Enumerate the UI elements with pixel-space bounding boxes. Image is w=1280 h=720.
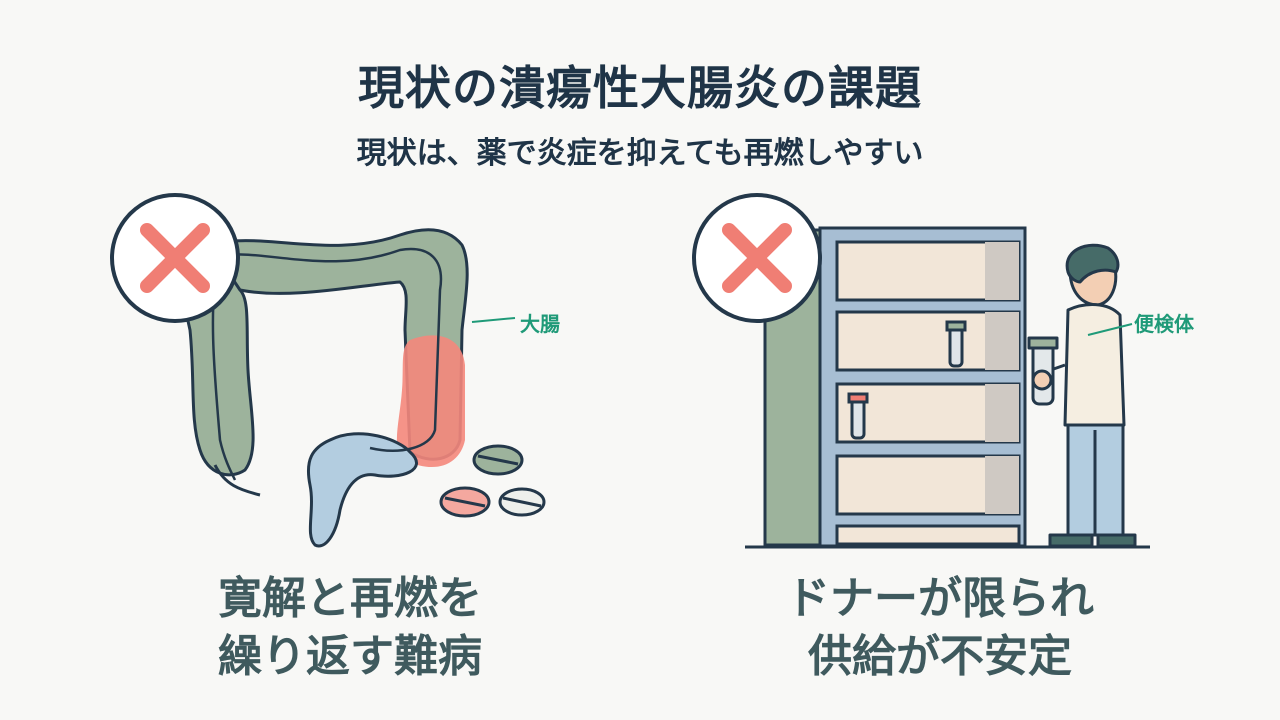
right-caption-line2: 供給が不安定 [808, 631, 1072, 682]
colon-illustration [110, 193, 546, 548]
left-caption: 寛解と再燃を 繰り返す難病 [150, 570, 550, 686]
left-panel: 大腸 [100, 190, 600, 560]
page-title: 現状の潰瘍性大腸炎の課題 [358, 61, 922, 115]
right-caption: ドナーが限られ 供給が不安定 [740, 570, 1140, 686]
cross-icon [110, 193, 240, 323]
person-icon [1027, 243, 1137, 548]
pills-icon [439, 444, 546, 518]
sample-leader-line [1087, 323, 1133, 336]
storage-illustration [692, 193, 1150, 549]
right-panel: 便検体 [690, 190, 1230, 560]
sample-label: 便検体 [1134, 312, 1194, 336]
left-caption-line2: 繰り返す難病 [218, 631, 482, 682]
cross-icon [692, 193, 822, 323]
page-subtitle: 現状は、薬で炎症を抑えても再燃しやすい [356, 136, 924, 171]
organ-leader-line [471, 317, 516, 323]
freezer-shelf-icon [745, 226, 1150, 549]
left-caption-line1: 寛解と再燃を [218, 573, 482, 624]
organ-label: 大腸 [520, 312, 560, 336]
right-caption-line1: ドナーが限られ [786, 573, 1094, 624]
